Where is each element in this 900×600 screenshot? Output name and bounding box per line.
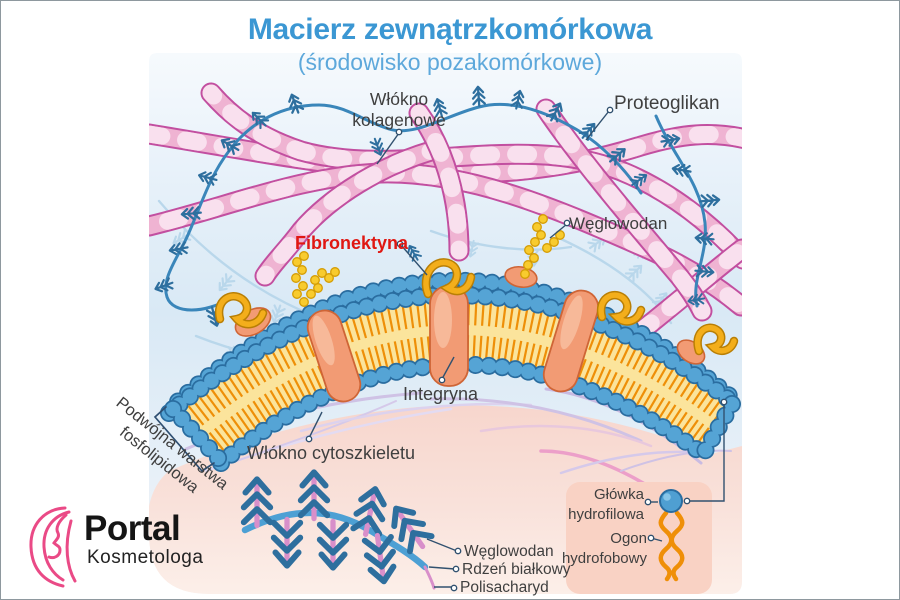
label-hydrophilic-head-line2: hydrofilowa: [568, 506, 644, 524]
label-collagen-fiber-line1: Włókno: [369, 89, 429, 109]
proteoglycans: [152, 85, 722, 329]
label-fibronectin: Fibronektyna: [295, 233, 409, 253]
label-hydrophobic-tail: Ogon hydrofobowy: [551, 529, 647, 570]
label-carbohydrate-bottom: Węglowodan: [464, 543, 554, 560]
label-hydrophilic-head-line1: Główka: [593, 486, 644, 503]
bilayer-bracket: [153, 406, 215, 473]
label-cytoskeleton-fiber: Włókno cytoszkieletu: [247, 443, 416, 463]
logo-subtitle: Kosmetologa: [87, 547, 204, 568]
label-integrin: Integryna: [403, 384, 479, 404]
portal-kosmetologa-logo-icon: [29, 506, 77, 588]
fibronectin-ribbons: [214, 258, 739, 356]
label-proteoglycan: Proteoglikan: [614, 93, 720, 114]
phospholipid-molecule: [658, 489, 685, 582]
label-hydrophilic-head: Główka hydrofilowa: [554, 485, 644, 526]
proteoglycan-detail: [244, 472, 434, 590]
phospholipid-inset: [566, 482, 712, 594]
label-carbohydrate: Węglowodan: [569, 214, 668, 233]
page-subtitle: (środowisko pozakomórkowe): [297, 49, 603, 75]
logo-name: Portal: [84, 509, 181, 548]
carbohydrate-chains: [291, 214, 565, 307]
label-collagen-fiber: Włókno kolagenowe: [329, 89, 469, 130]
label-hydrophobic-tail-line2: hydrofobowy: [561, 550, 647, 568]
label-collagen-fiber-line2: kolagenowe: [352, 109, 446, 130]
label-polysaccharide: Polisacharyd: [460, 579, 549, 596]
label-hydrophobic-tail-line1: Ogon: [610, 530, 647, 547]
label-protein-core: Rdzeń białkowy: [462, 561, 571, 578]
label-connectors: [305, 106, 728, 592]
page-title: Macierz zewnątrzkomórkowa: [247, 13, 653, 46]
